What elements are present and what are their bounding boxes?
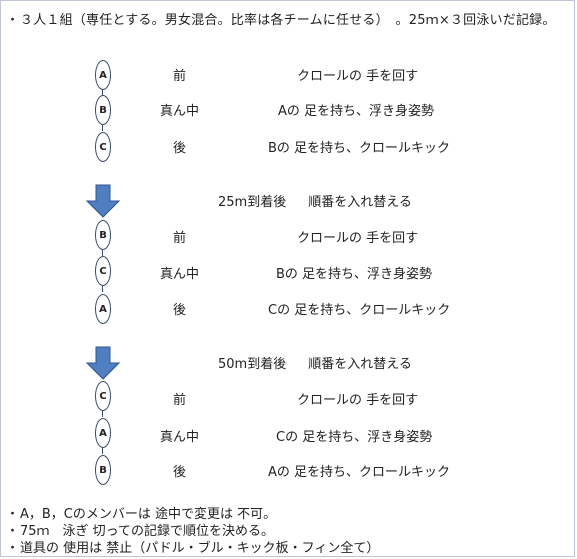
position-label: 真ん中 <box>160 430 200 445</box>
bullet: ・ <box>6 524 20 539</box>
swap-action: 順番を入れ替える <box>308 195 412 210</box>
swimmer-node: A <box>95 418 111 448</box>
swimmer-node: C <box>95 256 111 286</box>
position-label: 後 <box>173 303 187 318</box>
rule-item: ・75ｍ 泳ぎ 切っての記録で順位を決める。 <box>6 523 379 540</box>
down-arrow-icon <box>86 184 120 218</box>
swimmer-node: B <box>95 455 111 485</box>
chain-link <box>102 411 103 417</box>
action-label: Aの 足を持ち、クロールキック <box>268 465 451 480</box>
action-label: Aの 足を持ち、浮き身姿勢 <box>278 104 435 119</box>
swimmer-node: C <box>95 381 111 411</box>
bullet: ・ <box>6 541 20 556</box>
position-label: 前 <box>173 231 187 246</box>
position-label: 前 <box>173 69 187 84</box>
chain-link <box>102 90 103 96</box>
position-label: 真ん中 <box>160 267 200 282</box>
bullet: ・ <box>6 507 20 522</box>
action-label: Bの 足を持ち、クロールキック <box>268 141 451 156</box>
swap-instruction: 25m到着後 順番を入れ替える <box>218 191 412 210</box>
bullet: ・ <box>6 13 20 28</box>
rule-item: ・道具の 使用は 禁止（パドル・ブル・キック板・フィン全て） <box>6 540 379 557</box>
position-label: 後 <box>173 141 187 156</box>
position-label: 前 <box>173 393 187 408</box>
chain-link <box>102 250 103 256</box>
swimmer-node: B <box>95 220 111 250</box>
swap-action: 順番を入れ替える <box>308 357 412 372</box>
rule-text: A，B，Cのメンバーは 途中で変更は 不可。 <box>20 507 277 522</box>
swap-label: 25m到着後 <box>218 195 287 210</box>
chain-link <box>102 286 103 292</box>
swimmer-node: A <box>95 294 111 324</box>
action-label: クロールの 手を回す <box>297 231 419 246</box>
action-label: Bの 足を持ち、浮き身姿勢 <box>276 267 433 282</box>
intro-line: ・３人１組（専任とする。男女混合。比率は各チームに任せる） 。25ｍ×３回泳いだ… <box>6 9 572 28</box>
chain-link <box>102 125 103 131</box>
action-label: クロールの 手を回す <box>297 393 419 408</box>
swap-label: 50m到着後 <box>218 357 287 372</box>
rule-text: 道具の 使用は 禁止（パドル・ブル・キック板・フィン全て） <box>20 541 380 556</box>
position-label: 真ん中 <box>160 104 200 119</box>
swimmer-node: B <box>95 95 111 125</box>
swap-instruction: 50m到着後 順番を入れ替える <box>218 353 412 372</box>
chain-link <box>102 448 103 454</box>
rule-item: ・A，B，Cのメンバーは 途中で変更は 不可。 <box>6 506 379 523</box>
swimmer-node: A <box>95 60 111 90</box>
rules-list: ・A，B，Cのメンバーは 途中で変更は 不可。 ・75ｍ 泳ぎ 切っての記録で順… <box>6 506 379 557</box>
action-label: Cの 足を持ち、クロールキック <box>268 303 451 318</box>
action-label: Cの 足を持ち、浮き身姿勢 <box>276 430 433 445</box>
action-label: クロールの 手を回す <box>297 69 419 84</box>
position-label: 後 <box>173 465 187 480</box>
down-arrow-icon <box>86 346 120 380</box>
intro-text: ３人１組（専任とする。男女混合。比率は各チームに任せる） 。25ｍ×３回泳いだ記… <box>20 13 556 28</box>
rule-text: 75ｍ 泳ぎ 切っての記録で順位を決める。 <box>20 524 275 539</box>
swimmer-node: C <box>95 132 111 162</box>
